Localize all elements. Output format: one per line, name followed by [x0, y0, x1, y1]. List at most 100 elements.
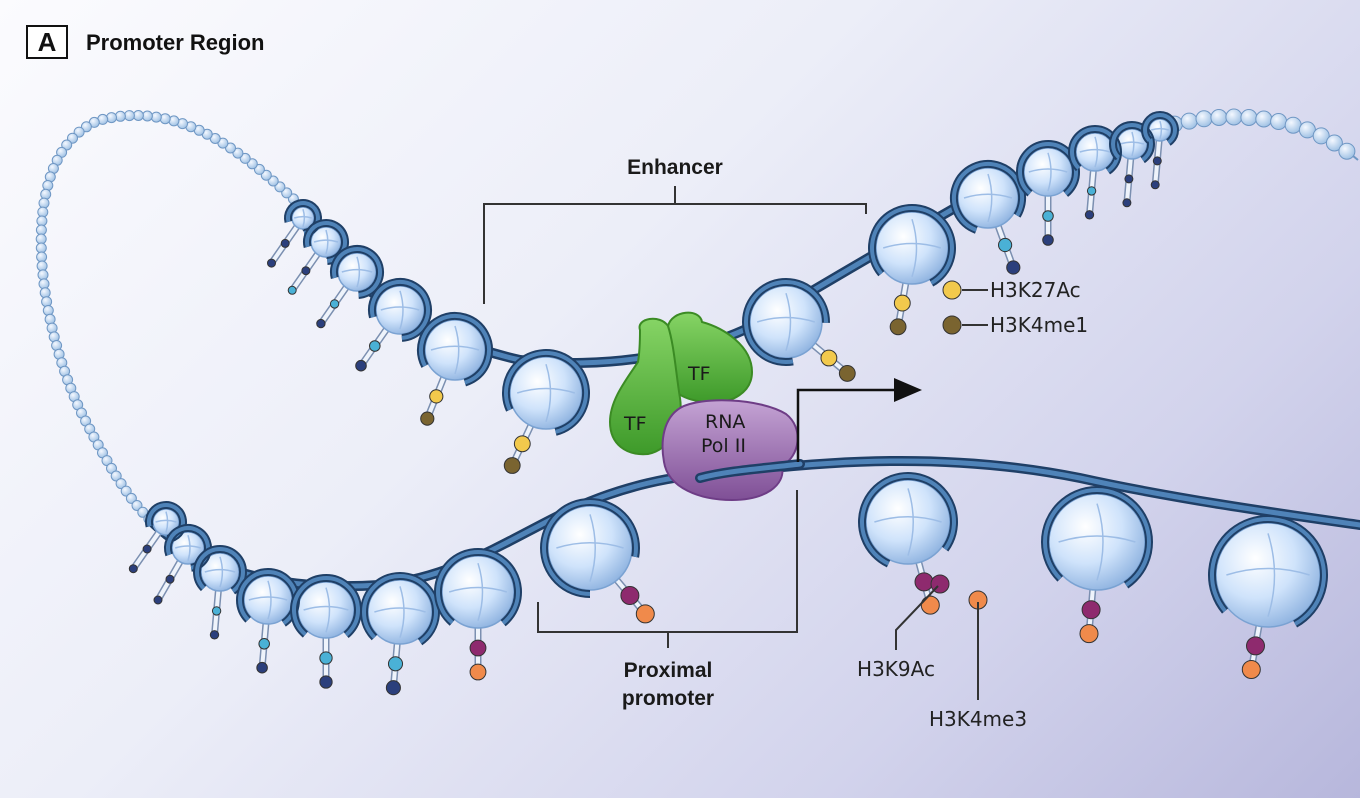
histone-mark-navy [1084, 210, 1095, 220]
histone-mark-h3k9ac [914, 572, 934, 592]
nucleosome [957, 167, 1019, 229]
chromatin-bead [267, 175, 279, 187]
enhancer-bracket [483, 186, 867, 304]
beads-on-string-chromatin [35, 108, 1359, 525]
nucleosome [310, 226, 342, 258]
histone-mark-navy [209, 630, 220, 640]
nucleosome-seam-v [987, 173, 993, 223]
chromatin-bead [1240, 109, 1258, 126]
histone-mark-cyan [1042, 210, 1054, 222]
dna-wrap-highlight [238, 570, 298, 630]
histone-mark-h3k9ac [469, 639, 487, 657]
nucleosome-seam-v [399, 290, 404, 330]
histone-mark-navy [1124, 174, 1134, 184]
dna-wrap-highlight [362, 574, 438, 650]
chromatin-bead [115, 478, 127, 490]
dna-wrap-highlight [504, 351, 588, 435]
histone-mark-h3k4me1 [420, 411, 435, 426]
svg-text:H3K4me1: H3K4me1 [990, 313, 1088, 337]
nucleosome-seam-h [293, 215, 313, 219]
nucleosome-seam-h [1028, 168, 1068, 173]
proximal-promoter-label-line2: promoter [622, 687, 714, 710]
dna-wrap-highlight [744, 280, 828, 364]
nucleosome [337, 252, 377, 292]
chromatin-bead [114, 110, 126, 122]
nucleosome-seam-h [882, 242, 942, 249]
chromatin-bead [1312, 127, 1330, 145]
nucleosome [1215, 522, 1321, 628]
chromatin-bead [36, 251, 48, 263]
chromatin-bead [35, 233, 47, 245]
histone-mark-navy [316, 318, 326, 329]
nucleosome-seam-h [1150, 127, 1170, 131]
chromatin-bead [1325, 134, 1343, 152]
nucleosome [1048, 493, 1146, 591]
dna-through-pol-ii-highlight [697, 461, 803, 481]
nucleosome-seam-v [1047, 152, 1052, 192]
chromatin-bead [110, 470, 122, 482]
histone-mark-h3k4me3 [635, 604, 655, 624]
chromatin-bead [1338, 142, 1356, 160]
nucleosomes [152, 118, 1321, 645]
svg-text:H3K9Ac: H3K9Ac [857, 657, 935, 681]
chromatin-bead [39, 287, 51, 299]
chromatin-bead [1270, 113, 1288, 130]
histone-mark-h3k4me1 [838, 364, 856, 382]
rna-pol-label-line1: RNA [705, 411, 745, 433]
chromatin-bead [239, 152, 251, 164]
enhancer-label: Enhancer [627, 156, 723, 179]
chromatin-bead [106, 112, 117, 124]
nucleosome-seam-h [448, 586, 508, 593]
histone-mark-navy [280, 238, 290, 248]
nucleosome-seam-v [1094, 136, 1099, 168]
nucleosome [291, 206, 315, 230]
mark-label-h3k4me1: H3K4me1 [962, 313, 1088, 337]
dna-wraps [145, 111, 1328, 652]
nucleosome-seam-v [1159, 120, 1163, 140]
histone-mark-cyan [258, 638, 270, 650]
histone-mark-h3k4me3 [1079, 624, 1099, 644]
svg-text:H3K27Ac: H3K27Ac [990, 278, 1081, 302]
h3k27ac-legend-dot [942, 280, 962, 300]
nucleosome-seam-h [303, 605, 349, 611]
nucleosome [297, 581, 355, 639]
chromatin-bead [37, 269, 49, 281]
histone-mark-navy [1152, 156, 1162, 166]
chromatin-bead [42, 305, 54, 316]
chromatin-bead [38, 197, 50, 209]
chromatin-bead [125, 492, 137, 504]
chromatin-bead [281, 187, 293, 199]
chromatin-bead [159, 113, 171, 125]
dna-wrap-highlight [419, 314, 491, 386]
dna-wrap-highlight [436, 550, 521, 634]
histone-mark-cyan [319, 651, 333, 665]
nucleosome-seam-v [1267, 533, 1276, 617]
nucleosome-seam-v [187, 534, 191, 562]
nucleosome-seam-v [267, 580, 272, 620]
dna-wrap-highlight [305, 221, 348, 263]
dna-backbone [145, 127, 1360, 592]
histone-mark-navy [142, 544, 152, 554]
histone-mark-navy [319, 675, 333, 689]
nucleosome [875, 211, 949, 285]
chromatin-bead [44, 313, 56, 325]
nucleosome-seam-h [1058, 535, 1136, 543]
histone-mark-h3k27ac [429, 389, 444, 404]
nucleosome [749, 285, 823, 359]
histone-mark-navy [1042, 234, 1054, 246]
nucleosome-seam-v [302, 208, 306, 228]
nucleosome-seam-v [325, 587, 331, 633]
nucleosome-seam-v [325, 229, 329, 255]
histone-mark-navy [301, 266, 311, 276]
chromatin-bead [36, 215, 48, 227]
nucleosome-seam-v [589, 514, 596, 582]
nucleosome-seam-h [248, 596, 288, 601]
chromatin-bead [150, 111, 162, 123]
panel-letter: A [26, 25, 68, 59]
nucleosome [367, 579, 433, 645]
nucleosome-seam-h [556, 542, 624, 549]
chromatin-bead [35, 242, 47, 254]
chromatin-bead [1180, 112, 1198, 130]
nucleosome-seam-v [356, 256, 361, 288]
